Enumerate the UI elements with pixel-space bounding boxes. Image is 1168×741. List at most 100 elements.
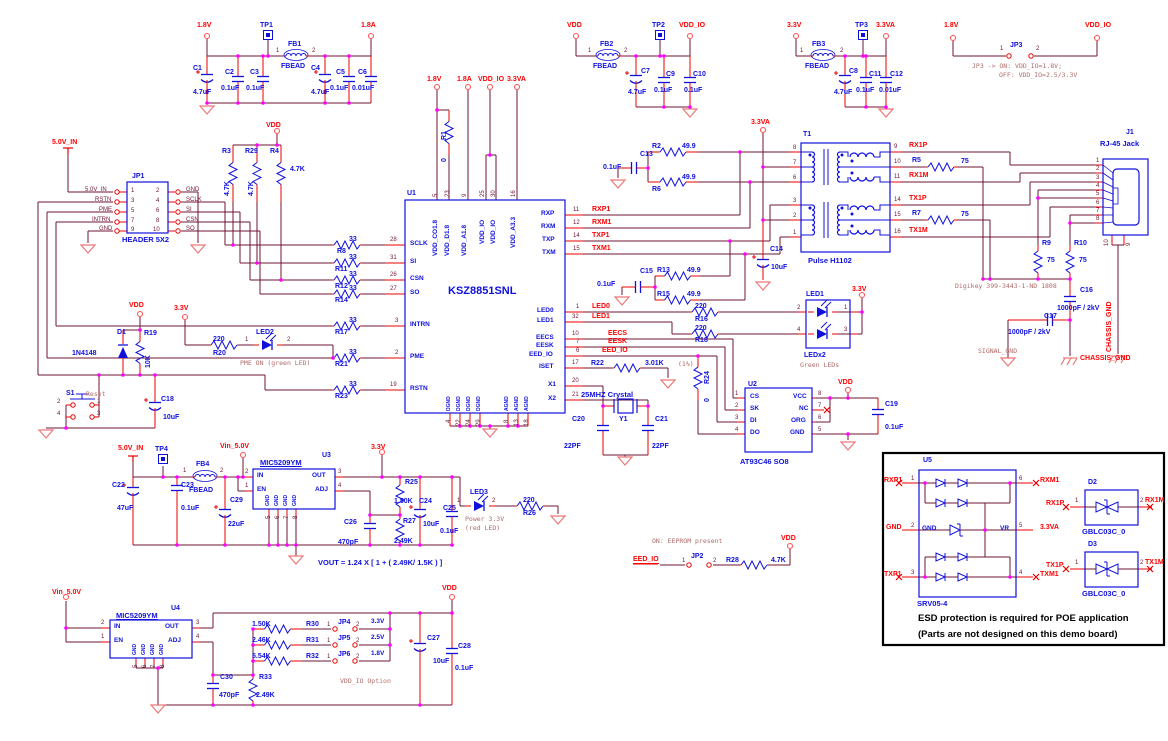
- ref: C2: [225, 69, 234, 76]
- net: RX1M: [1145, 497, 1165, 504]
- pname: TXP: [542, 236, 555, 243]
- val: 33: [349, 381, 357, 388]
- net: CHASSIS_GND: [1080, 355, 1131, 362]
- pin: 9: [894, 144, 898, 150]
- pin: 2: [57, 399, 61, 405]
- pname: SK: [750, 405, 760, 412]
- val: FBEAD: [593, 63, 618, 70]
- pname: GND: [790, 429, 805, 436]
- val: 4.7K: [224, 181, 231, 196]
- val: 1.50K: [252, 621, 271, 628]
- pin: 6: [1096, 200, 1100, 206]
- pname: VDD_IO: [490, 219, 497, 244]
- pin: 1: [97, 399, 101, 405]
- ref: FB4: [196, 461, 210, 468]
- ref: R5: [912, 157, 921, 164]
- title: 25MHZ Crystal: [581, 390, 634, 399]
- esd-note-line1: ESD protection is required for POE appli…: [918, 613, 1129, 624]
- pin: 3: [844, 327, 848, 333]
- net: EESK: [608, 338, 628, 345]
- net: Vin_5.0V: [220, 443, 250, 450]
- net: RXP1: [592, 206, 611, 213]
- net: TXP1: [592, 232, 610, 239]
- ref: C30: [220, 674, 233, 681]
- pin: 2: [220, 468, 224, 474]
- net: TX1P: [909, 195, 927, 202]
- pin: 3: [131, 198, 135, 204]
- pin: 1: [276, 48, 280, 54]
- pin: 2: [911, 523, 915, 529]
- net: GND: [886, 524, 902, 531]
- net: TX1P: [1046, 562, 1064, 569]
- ref: C25: [443, 505, 456, 512]
- val: 10K: [145, 355, 152, 368]
- pname: CS: [750, 393, 760, 400]
- pname: CSN: [410, 275, 424, 282]
- val: 33: [349, 254, 357, 261]
- ref: R17: [335, 329, 348, 336]
- net: RX1P: [909, 142, 928, 149]
- val: 3.01K: [645, 360, 664, 367]
- ref: C1: [193, 65, 202, 72]
- pin: 8: [1096, 216, 1100, 222]
- title: Pulse H1102: [808, 256, 852, 265]
- pname: GND: [141, 643, 147, 655]
- val: 22uF: [228, 521, 245, 528]
- pname: VDD_A3.3: [510, 216, 517, 248]
- pin: 2: [713, 558, 717, 564]
- ref: JP2: [691, 553, 704, 560]
- hdr: 5.0V_IN: [85, 187, 107, 193]
- title: AT93C46 SO8: [740, 457, 789, 466]
- pname: GND: [283, 494, 289, 506]
- val: 0.1uF: [330, 85, 349, 92]
- val: 75: [961, 158, 969, 165]
- ref: C24: [419, 498, 432, 505]
- ref: R31: [306, 637, 319, 644]
- note: Digikey 399-3443-1-ND 1808: [955, 282, 1057, 290]
- title: SRV05-4: [917, 599, 948, 608]
- pname: DGND: [446, 396, 452, 411]
- ref: U1: [407, 190, 416, 197]
- pname: IN: [257, 472, 264, 479]
- ref: R1: [441, 131, 448, 140]
- ref: JP6: [338, 651, 351, 658]
- ref: C28: [458, 643, 471, 650]
- val: 47uF: [117, 505, 134, 512]
- pname: RSTN: [410, 385, 428, 392]
- net: TX1M: [1145, 559, 1164, 566]
- pin: 1: [327, 638, 331, 644]
- pname: EECS: [536, 334, 554, 341]
- ref: C6: [358, 69, 367, 76]
- ref: C7: [641, 68, 650, 75]
- pin: 3: [196, 620, 200, 626]
- val: 0.1uF: [684, 87, 703, 94]
- ref: R23: [335, 393, 348, 400]
- pin: 4: [797, 327, 801, 333]
- pin: 3: [911, 570, 915, 576]
- ref: R33: [259, 674, 272, 681]
- pname: ISET: [539, 363, 554, 370]
- ref: C5: [336, 69, 345, 76]
- ref: TP2: [652, 22, 665, 29]
- pname: OUT: [312, 472, 326, 479]
- note: ON: EEPROM present: [652, 537, 723, 545]
- pin: 2: [1036, 46, 1040, 52]
- net: 3.3VA: [1040, 524, 1059, 531]
- pname: SCLK: [410, 240, 428, 247]
- hdr: SO: [186, 226, 195, 232]
- pin: 4: [1096, 183, 1100, 189]
- ref: R26: [523, 510, 536, 517]
- pin: 21: [572, 392, 579, 398]
- pin: 24: [466, 419, 472, 426]
- pin: 5: [1096, 191, 1100, 197]
- ref: R25: [405, 479, 418, 486]
- pname: IN: [114, 623, 121, 630]
- ref: FB3: [812, 41, 826, 48]
- ref: J1: [1126, 129, 1134, 136]
- pin: 8: [156, 218, 160, 224]
- pin: 8: [818, 391, 822, 397]
- net: VDD_IO: [679, 22, 706, 29]
- pin: 1: [131, 188, 135, 194]
- pname: DGND: [476, 396, 482, 411]
- ref: TP3: [855, 22, 868, 29]
